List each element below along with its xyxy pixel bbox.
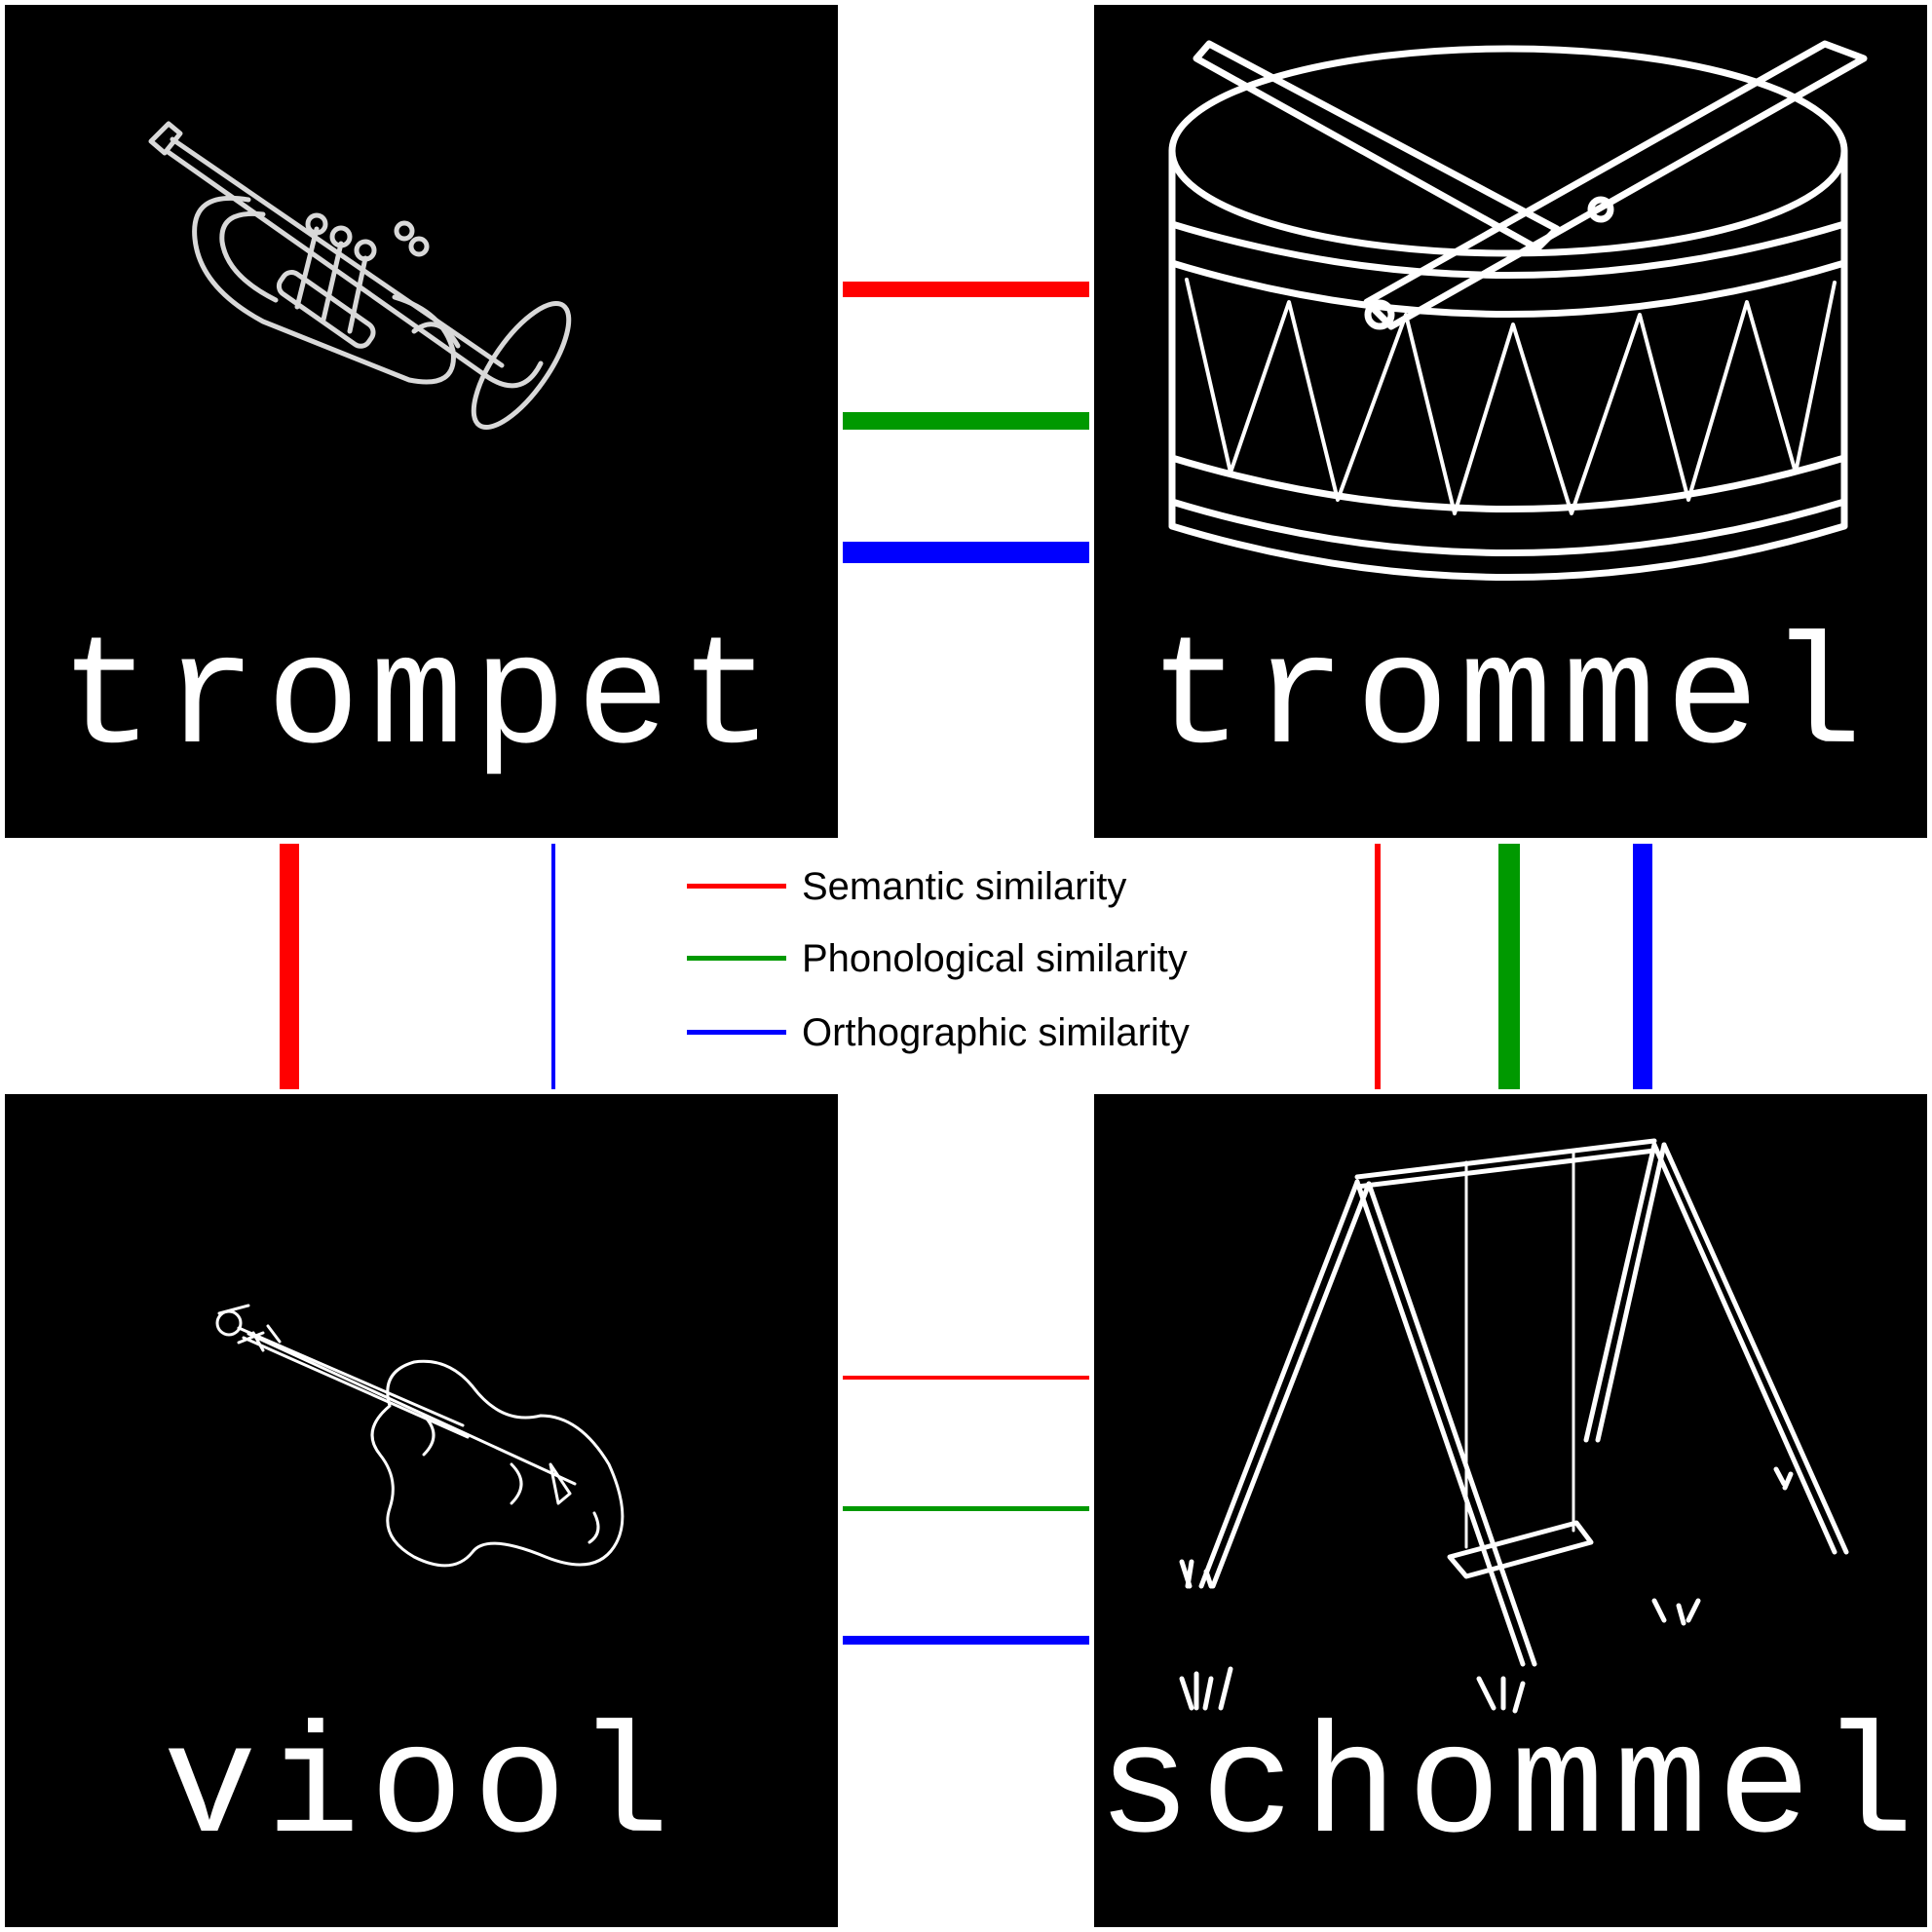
link-viool-schommel-phonological: [843, 1506, 1089, 1511]
panel-trompet: trompet: [5, 5, 838, 838]
legend-swatch-phonological: [687, 956, 786, 961]
legend-label-phonological: Phonological similarity: [802, 937, 1188, 980]
panel-viool: viool: [5, 1094, 838, 1927]
link-trommel-schommel-orthographic: [1633, 844, 1652, 1089]
word-schommel: schommel: [1097, 1702, 1924, 1878]
legend-item-phonological: Phonological similarity: [687, 937, 1271, 980]
drum-icon: [1168, 40, 1868, 581]
link-viool-schommel-semantic: [843, 1376, 1089, 1380]
legend-swatch-orthographic: [687, 1030, 786, 1035]
panel-trommel: trommel: [1094, 5, 1927, 838]
violin-icon: [215, 1304, 625, 1568]
legend-swatch-semantic: [687, 884, 786, 889]
trumpet-icon: [148, 121, 572, 431]
link-trompet-viool-semantic: [280, 844, 299, 1089]
word-trompet: trompet: [59, 613, 783, 789]
word-viool: viool: [163, 1702, 680, 1878]
word-trommel: trommel: [1149, 613, 1873, 789]
swing-icon: [1179, 1138, 1849, 1714]
legend-item-semantic: Semantic similarity: [687, 865, 1271, 908]
panel-schommel: schommel: [1094, 1094, 1927, 1927]
link-trompet-trommel-phonological: [843, 412, 1089, 430]
link-trompet-trommel-semantic: [843, 282, 1089, 297]
link-trommel-schommel-phonological: [1498, 844, 1520, 1089]
legend-item-orthographic: Orthographic similarity: [687, 1011, 1271, 1054]
link-trompet-trommel-orthographic: [843, 542, 1089, 563]
link-trommel-schommel-semantic: [1375, 844, 1381, 1089]
link-trompet-viool-orthographic: [551, 844, 555, 1089]
legend-label-semantic: Semantic similarity: [802, 865, 1127, 908]
legend-label-orthographic: Orthographic similarity: [802, 1011, 1190, 1054]
link-viool-schommel-orthographic: [843, 1636, 1089, 1645]
